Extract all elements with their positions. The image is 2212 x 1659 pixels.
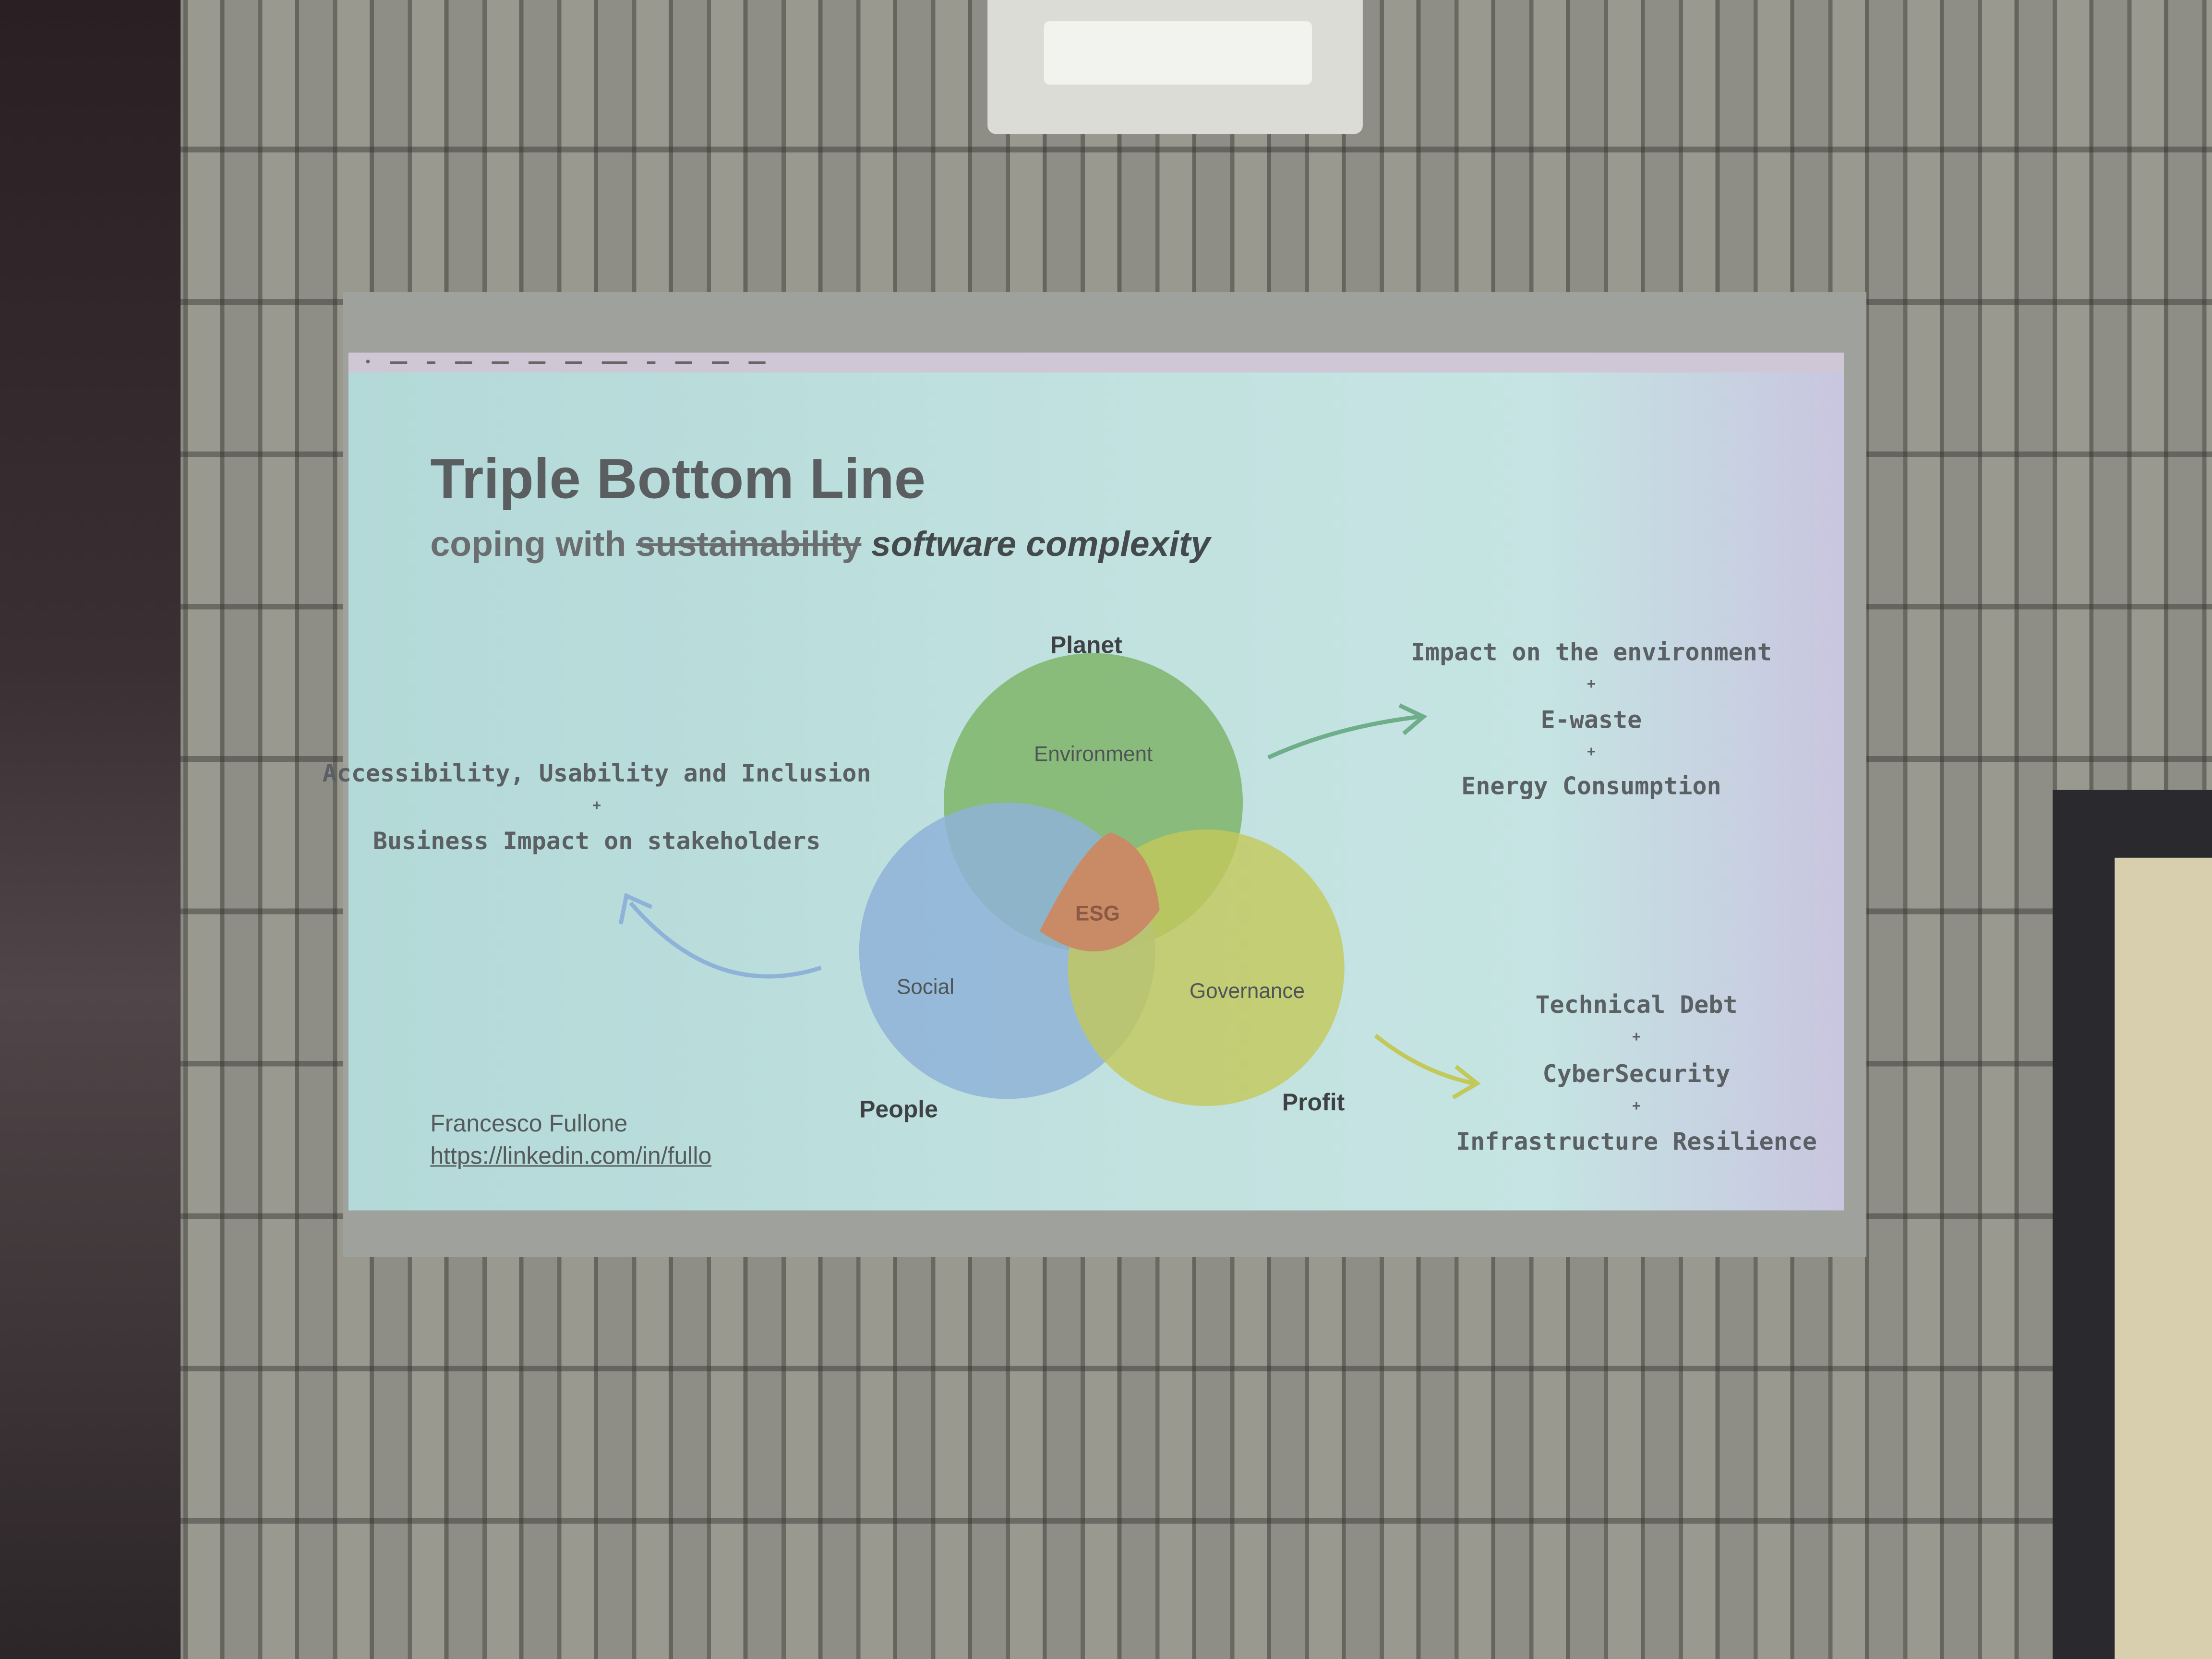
menu-item[interactable]: ▬▬ [748,358,766,367]
author-link[interactable]: https://linkedin.com/in/fullo [430,1142,712,1170]
slide-subtitle: coping with sustainability software comp… [430,525,1210,565]
planet-note-line3: Energy Consumption [1461,773,1721,802]
menu-item[interactable]: ▬▬ [711,358,729,367]
author-name: Francesco Fullone [430,1110,628,1137]
profit-note-line2: CyberSecurity [1542,1060,1731,1089]
menu-item[interactable]: ▬ [427,358,435,367]
arrow-head [1452,1065,1481,1100]
doorway-light [2115,857,2212,1659]
arrow-people [629,901,822,979]
profit-note-line1: Technical Debt [1535,991,1738,1020]
esg-intersection [1039,832,1160,951]
projector-body [1044,21,1312,85]
left-note-plus: + [592,798,601,814]
profit-note-plus: + [1632,1099,1641,1115]
left-note-line2: Business Impact on stakeholders [373,828,821,856]
apple-menu-icon[interactable]: ● [365,358,371,367]
esg-label: ESG [1075,902,1120,926]
left-note-line1: Accessibility, Usability and Inclusion [322,760,871,789]
profit-label: Profit [1282,1089,1345,1116]
menu-item[interactable]: ▬▬ [565,358,582,367]
arrow-head [618,892,653,925]
governance-label: Governance [1189,979,1305,1004]
doorway [2052,790,2212,1659]
venn-diagram [618,653,1481,1106]
planet-note-line1: Impact on the environment [1410,639,1772,668]
menu-item[interactable]: ▬ [647,358,656,367]
profit-note-plus: + [1632,1030,1641,1046]
arrow-planet [1267,714,1421,760]
people-label: People [859,1096,938,1123]
planet-note-plus: + [1587,745,1596,761]
menu-item[interactable]: ▬▬ [492,358,509,367]
social-label: Social [896,975,954,1000]
slide: ● ▬▬▬▬▬▬▬▬▬▬▬▬▬▬▬▬▬▬▬▬▬ Triple Bottom Li… [323,352,1844,1211]
menu-bar: ● ▬▬▬▬▬▬▬▬▬▬▬▬▬▬▬▬▬▬▬▬▬ [348,352,1844,373]
menu-item[interactable]: ▬▬ [528,358,546,367]
arrow-profit [1374,1034,1475,1086]
subtitle-prefix: coping with [430,525,636,565]
planet-note-line2: E-waste [1540,707,1642,735]
arrow-head [1398,703,1428,735]
menu-item[interactable]: ▬▬ [675,358,692,367]
subtitle-struck: sustainability [636,525,862,565]
menu-item[interactable]: ▬▬ [390,358,408,367]
environment-label: Environment [1034,743,1153,767]
planet-note-plus: + [1587,677,1596,693]
menu-item[interactable]: ▬▬▬ [601,358,627,367]
projector [987,0,1363,134]
subtitle-emphasis: software complexity [871,525,1211,565]
menu-item[interactable]: ▬▬ [455,358,472,367]
planet-label: Planet [1050,632,1122,659]
profit-note-line3: Infrastructure Resilience [1456,1129,1817,1157]
slide-title: Triple Bottom Line [430,448,926,511]
dark-room-area [0,0,181,1659]
